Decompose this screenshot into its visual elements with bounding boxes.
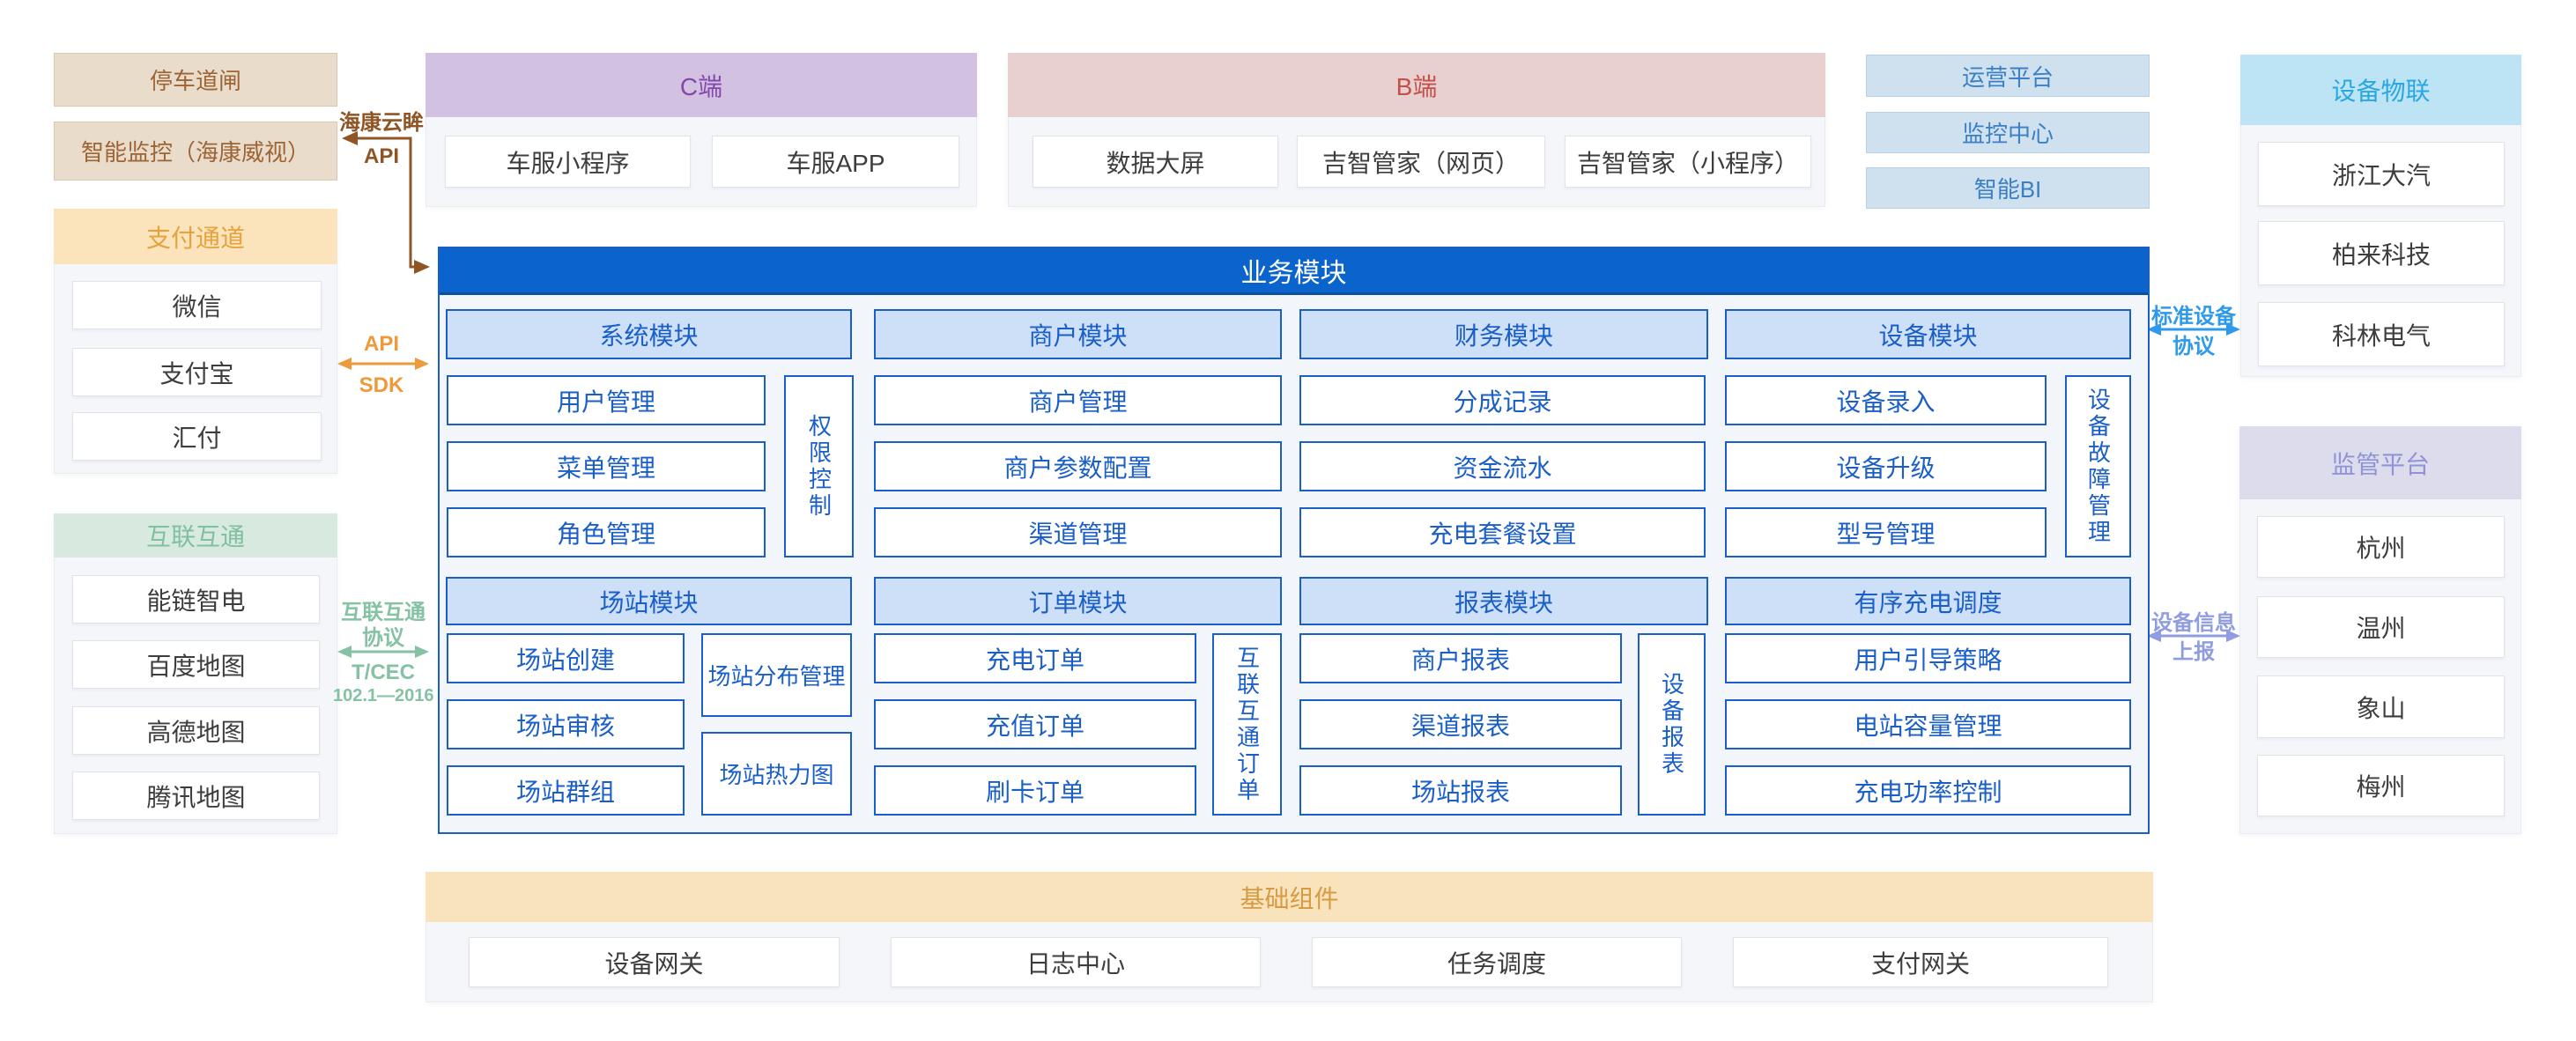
module-header-schedule: 有序充电调度: [1725, 577, 2131, 625]
c-end-header: C端: [426, 53, 977, 117]
item-charging-power-control: 充电功率控制: [1725, 765, 2131, 816]
b-end-header: B端: [1008, 53, 1825, 117]
item-station-report: 场站报表: [1299, 765, 1622, 816]
item-device-upgrade: 设备升级: [1725, 441, 2047, 491]
item-station-distribution-management: 场站分布管理: [701, 633, 852, 717]
base-components-header: 基础组件: [426, 872, 2153, 922]
interconnect-item-baidu-map: 百度地图: [72, 640, 320, 689]
interconnect-item-tencent-map: 腾讯地图: [72, 772, 320, 820]
device-iot-item-bailai: 柏来科技: [2258, 221, 2505, 285]
item-merchant-param-config: 商户参数配置: [874, 441, 1282, 491]
base-components-panel: 基础组件 设备网关 日志中心 任务调度 支付网关: [426, 872, 2153, 1002]
c-end-item-app: 车服APP: [712, 136, 959, 188]
c-end-item-miniprogram: 车服小程序: [445, 136, 691, 188]
base-item-device-gateway: 设备网关: [469, 937, 840, 987]
item-user-guidance-strategy: 用户引导策略: [1725, 633, 2131, 683]
item-merchant-management: 商户管理: [874, 375, 1282, 425]
device-info-report-label-line2: 上报: [2173, 640, 2215, 664]
payment-item-wechat: 微信: [72, 281, 322, 329]
regulatory-item-xiangshan: 象山: [2257, 676, 2505, 738]
operation-platform-box: 运营平台: [1866, 55, 2150, 97]
b-end-item-manager-miniprogram: 吉智管家（小程序）: [1565, 136, 1811, 188]
api-sdk-double-arrow: [337, 358, 429, 370]
interconnect-protocol-label-line2: 协议: [362, 626, 404, 650]
std-device-protocol-label-line2: 协议: [2173, 335, 2215, 358]
base-item-task-scheduler: 任务调度: [1312, 937, 1682, 987]
interconnect-item-gaode-map: 高德地图: [72, 706, 320, 755]
interconnect-panel: 互联互通 能链智电 百度地图 高德地图 腾讯地图: [54, 513, 337, 834]
item-device-entry: 设备录入: [1725, 375, 2047, 425]
business-module-title-bar: 业务模块: [440, 248, 2148, 295]
item-channel-management: 渠道管理: [874, 507, 1282, 557]
item-user-management: 用户管理: [447, 375, 766, 425]
regulatory-item-wenzhou: 温州: [2257, 596, 2505, 658]
regulatory-panel: 监管平台 杭州 温州 象山 梅州: [2239, 426, 2521, 834]
item-device-fault-management: 设备故障管理: [2065, 375, 2131, 557]
interconnect-protocol-label-line1: 互联互通: [341, 601, 426, 624]
device-iot-panel: 设备物联 浙江大汽 柏来科技 科林电气: [2240, 55, 2521, 377]
hikvision-connector-arrow: [342, 131, 430, 274]
regulatory-item-meizhou: 梅州: [2257, 755, 2505, 816]
api-label: API: [363, 332, 399, 356]
module-header-finance: 财务模块: [1299, 309, 1708, 359]
parking-barrier-box: 停车道闸: [54, 53, 337, 107]
module-header-merchant: 商户模块: [874, 309, 1282, 359]
payment-channel-header: 支付通道: [54, 209, 337, 264]
item-station-capacity-management: 电站容量管理: [1725, 699, 2131, 749]
item-recharge-order: 充值订单: [874, 699, 1196, 749]
interconnect-item-nenglian: 能链智电: [72, 575, 320, 624]
business-module-block: 业务模块 系统模块 商户模块 财务模块 设备模块 用户管理 菜单管理 角色管理 …: [438, 247, 2150, 834]
item-charging-package-setting: 充电套餐设置: [1299, 507, 1706, 557]
item-charging-order: 充电订单: [874, 633, 1196, 683]
module-header-order: 订单模块: [874, 577, 1282, 625]
payment-item-huifu: 汇付: [72, 412, 322, 461]
item-device-report: 设备报表: [1638, 633, 1706, 816]
item-role-management: 角色管理: [447, 507, 766, 557]
item-card-order: 刷卡订单: [874, 765, 1196, 816]
module-header-station: 场站模块: [446, 577, 852, 625]
item-channel-report: 渠道报表: [1299, 699, 1622, 749]
interconnect-protocol-label-line3: T/CEC: [352, 661, 415, 684]
item-permission-control: 权限控制: [784, 375, 854, 557]
regulatory-header: 监管平台: [2239, 426, 2521, 499]
payment-channel-panel: 支付通道 微信 支付宝 汇付: [54, 209, 337, 474]
item-station-create: 场站创建: [447, 633, 685, 683]
item-station-heatmap: 场站热力图: [701, 732, 852, 816]
item-merchant-report: 商户报表: [1299, 633, 1622, 683]
std-device-protocol-double-arrow: [2147, 323, 2240, 336]
item-fund-flow: 资金流水: [1299, 441, 1706, 491]
interconnect-header: 互联互通: [54, 513, 337, 557]
base-item-payment-gateway: 支付网关: [1733, 937, 2108, 987]
monitor-center-box: 监控中心: [1866, 112, 2150, 153]
item-station-group: 场站群组: [447, 765, 685, 816]
payment-item-alipay: 支付宝: [72, 348, 322, 396]
device-iot-header: 设备物联: [2240, 55, 2521, 125]
module-header-device: 设备模块: [1725, 309, 2131, 359]
module-header-system: 系统模块: [446, 309, 852, 359]
module-header-report: 报表模块: [1299, 577, 1708, 625]
interconnect-protocol-double-arrow: [337, 646, 429, 658]
item-share-records: 分成记录: [1299, 375, 1706, 425]
item-model-management: 型号管理: [1725, 507, 2047, 557]
smart-monitor-box: 智能监控（海康威视）: [54, 122, 337, 181]
base-item-log-center: 日志中心: [891, 937, 1261, 987]
smart-bi-box: 智能BI: [1866, 167, 2150, 209]
b-end-item-data-screen: 数据大屏: [1033, 136, 1278, 188]
item-station-review: 场站审核: [447, 699, 685, 749]
c-end-panel: C端 车服小程序 车服APP: [426, 53, 977, 207]
sdk-label: SDK: [359, 373, 404, 397]
item-menu-management: 菜单管理: [447, 441, 766, 491]
b-end-panel: B端 数据大屏 吉智管家（网页） 吉智管家（小程序）: [1008, 53, 1825, 207]
b-end-item-manager-web: 吉智管家（网页）: [1297, 136, 1545, 188]
interconnect-protocol-label-line4: 102.1—2016: [333, 686, 434, 705]
hikvision-api-label-line1: 海康云眸: [339, 111, 424, 135]
std-device-protocol-label-line1: 标准设备: [2151, 305, 2236, 329]
item-interconnect-order: 互联互通订单: [1212, 633, 1282, 816]
hikvision-api-label-line2: API: [363, 144, 399, 168]
regulatory-item-hangzhou: 杭州: [2257, 516, 2505, 578]
device-iot-item-kelin: 科林电气: [2258, 302, 2505, 366]
device-iot-item-zhejiang-daqi: 浙江大汽: [2258, 142, 2505, 206]
device-info-report-label-line1: 设备信息: [2151, 611, 2236, 635]
device-info-report-double-arrow: [2147, 630, 2240, 642]
